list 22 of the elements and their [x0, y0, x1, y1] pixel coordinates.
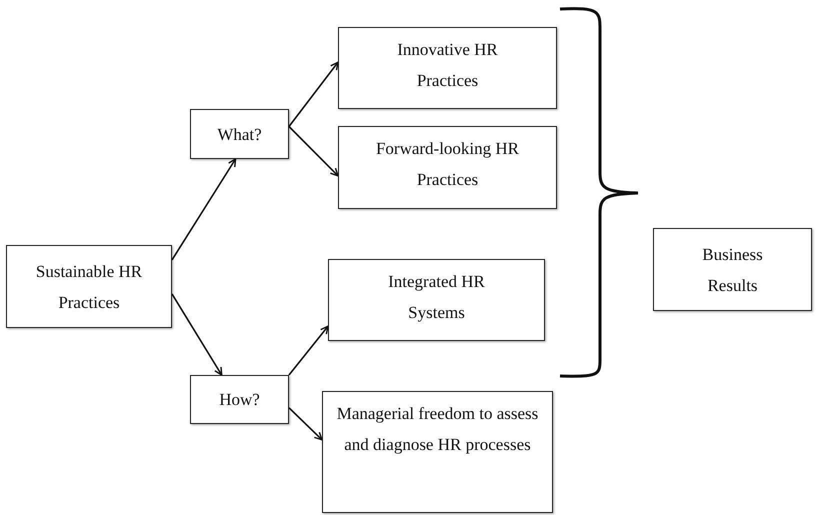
- text-box: [322, 391, 553, 513]
- arrow: [288, 126, 339, 177]
- box-label: Managerial freedom to assess and diagnose HR processes: [336, 403, 540, 456]
- box-label: Integrated HR Systems: [387, 271, 486, 324]
- text-box: [6, 245, 172, 328]
- arrow: [171, 294, 222, 376]
- box-label: Business Results: [701, 244, 764, 296]
- arrow: [288, 62, 339, 127]
- text-box: [328, 259, 545, 341]
- text-box: [190, 375, 289, 424]
- text-box: [190, 109, 289, 159]
- box-label: Innovative HR Practices: [396, 39, 499, 92]
- box-label: How?: [219, 389, 260, 411]
- arrow: [171, 158, 236, 260]
- box-label: What?: [217, 124, 262, 146]
- arrow: [288, 326, 329, 376]
- text-box: [653, 228, 812, 311]
- text-box: [338, 126, 557, 209]
- text-box: [338, 27, 557, 109]
- arrow: [288, 407, 323, 441]
- box-label: Forward-looking HR Practices: [374, 138, 520, 191]
- box-label: Sustainable HR Practices: [34, 260, 144, 314]
